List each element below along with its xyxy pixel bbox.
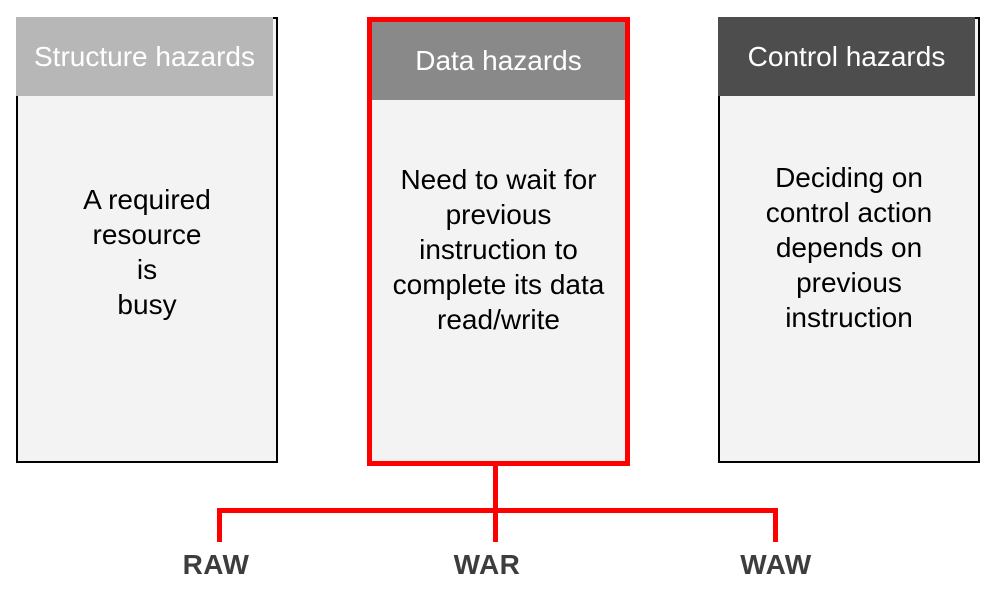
connector-drop-waw	[773, 508, 778, 542]
control-hazards-title: Control hazards	[747, 40, 946, 72]
control-hazards-description: Deciding on control action depends on pr…	[765, 162, 933, 333]
connector-stem	[493, 466, 498, 513]
connector-drop-war	[493, 508, 498, 542]
data-hazards-header: Data hazards	[372, 22, 625, 100]
data-hazards-title: Data hazards	[415, 45, 582, 76]
connector-drop-raw	[217, 508, 222, 542]
data-hazards-box: Data hazards Need to wait for previous i…	[367, 17, 630, 466]
data-hazards-description: Need to wait for previous instruction to…	[392, 164, 605, 335]
structure-hazards-title: Structure hazards	[34, 40, 255, 72]
structure-hazards-box: Structure hazards A required resource is…	[16, 17, 278, 463]
branch-label-raw: RAW	[182, 549, 250, 580]
structure-hazards-description: A required resource is busy	[83, 184, 211, 320]
control-hazards-header: Control hazards	[718, 17, 975, 96]
control-hazards-box: Control hazards Deciding on control acti…	[718, 17, 980, 463]
branch-label-war: WAR	[453, 549, 521, 580]
branch-label-waw: WAW	[740, 549, 812, 580]
structure-hazards-header: Structure hazards	[16, 17, 273, 96]
